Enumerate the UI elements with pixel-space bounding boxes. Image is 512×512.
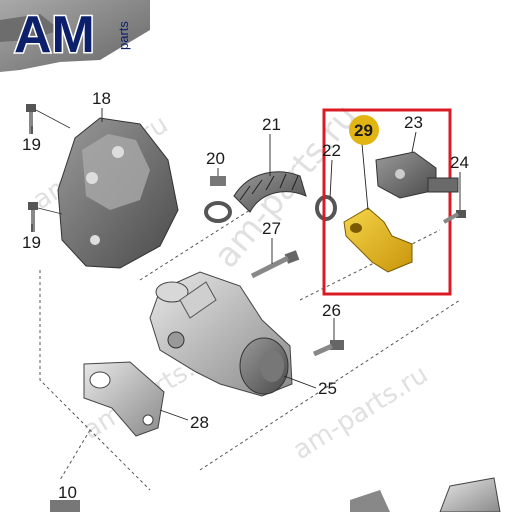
label-22: 22 <box>322 141 341 160</box>
bolt-26 <box>312 340 344 357</box>
bolt-27 <box>250 250 300 279</box>
bracket-18 <box>57 117 179 269</box>
label-23: 23 <box>404 113 423 132</box>
clamp-20 <box>204 176 232 223</box>
engine-block-fragment <box>0 0 150 72</box>
logo-am-text: AM <box>14 6 95 64</box>
label-27: 27 <box>262 219 281 238</box>
bottom-fragments <box>50 477 501 512</box>
sensor-23 <box>375 151 459 199</box>
part-29-marker <box>349 115 379 145</box>
label-26: 26 <box>322 301 341 320</box>
label-19-top: 19 <box>22 135 41 154</box>
watermark-4: am-parts.ru <box>288 359 434 465</box>
am-parts-logo: AM parts <box>13 5 132 66</box>
logo-parts-text: parts <box>116 21 131 50</box>
label-29: 29 <box>354 121 373 140</box>
bolt-19-top <box>26 104 71 134</box>
gasket-28 <box>83 361 165 437</box>
clamp-22 <box>315 195 337 221</box>
bolt-24 <box>443 210 466 224</box>
label-21: 21 <box>262 115 281 134</box>
highlight-box <box>322 108 452 296</box>
hose-21 <box>233 171 307 213</box>
valve-housing-25 <box>149 271 293 397</box>
label-20: 20 <box>206 149 225 168</box>
label-19-bottom: 19 <box>22 233 41 252</box>
label-28: 28 <box>190 413 209 432</box>
label-25: 25 <box>318 379 337 398</box>
label-10: 10 <box>58 483 77 502</box>
label-18: 18 <box>92 89 111 108</box>
label-24: 24 <box>450 153 469 172</box>
bolt-19-bottom <box>28 202 63 232</box>
leader-lines <box>31 108 461 421</box>
bracket-29-highlighted <box>343 207 413 273</box>
